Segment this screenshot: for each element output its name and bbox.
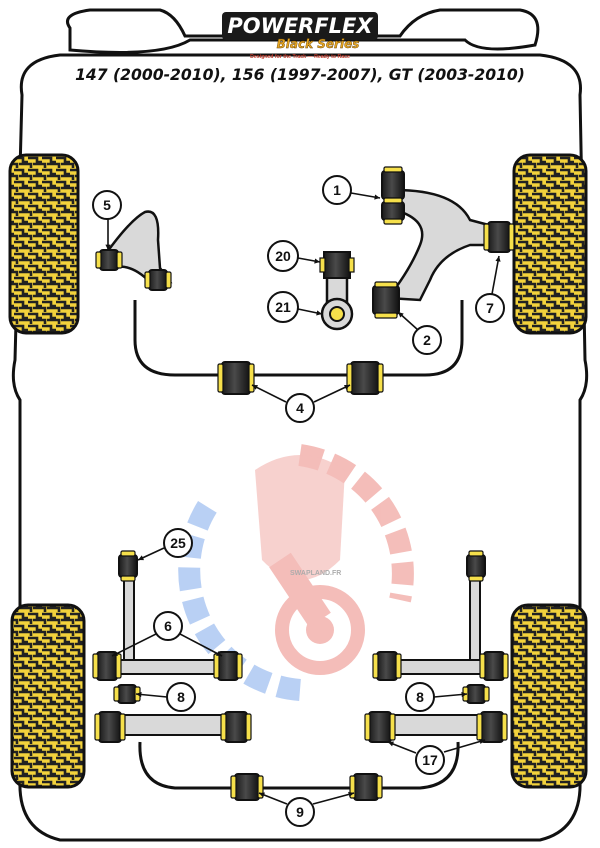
rear-anti-roll-bar [138,741,460,790]
callout-badge: 17 [415,745,445,775]
bush [217,361,255,395]
rear-left-lower-arm [109,714,236,736]
tyre-rear-right [510,603,588,789]
leader-arrowhead [259,792,265,798]
bush [346,361,384,395]
leader-arrowhead [479,739,485,745]
callout-badge: 21 [267,291,299,323]
callout-badge: 4 [285,393,315,423]
leader-lines [105,192,501,805]
bush [220,711,252,743]
callout-number: 8 [177,689,185,705]
bush [118,550,138,582]
callout-badge: 9 [285,797,315,827]
bush [372,651,402,681]
callout-badge: 7 [475,293,505,323]
leader-arrowhead [398,312,404,318]
callout-badge: 5 [92,190,122,220]
bush [213,651,243,681]
leader-arrowhead [316,310,322,316]
callout-number: 8 [416,689,424,705]
leader-arrowhead [112,651,118,656]
logo-brand: POWERFLEX [227,14,374,38]
leader-arrowhead [314,258,320,264]
leader-line [433,693,468,698]
leader-arrowhead [344,384,350,390]
bush [466,550,486,582]
engine-mount-dogbone [319,251,355,331]
rear-left-upper-arm [107,659,229,675]
leader-line [251,384,287,403]
bush [95,249,123,271]
bush [372,281,400,319]
callout-number: 21 [275,299,291,315]
bush [483,221,515,253]
callout-badge: 20 [267,240,299,272]
tyre-front-left [8,153,80,335]
leader-line [111,633,157,657]
leader-arrowhead [136,691,142,698]
callout-number: 1 [333,182,341,198]
callout-badge: 8 [405,682,435,712]
callout-number: 2 [423,332,431,348]
leader-arrowhead [348,791,354,797]
leader-arrowhead [216,651,222,656]
leader-line [312,792,355,805]
callout-number: 9 [296,804,304,820]
callout-badge: 1 [322,175,352,205]
bush-group [92,166,515,801]
leader-arrowhead [105,244,111,250]
callout-number: 6 [164,618,172,634]
callout-group: 1 2 4 5 7 20 21 25 6 8 8 17 9 [92,175,505,827]
rear-right-trailing-rod [469,567,481,664]
callout-badge: 25 [163,528,193,558]
callout-badge: 2 [412,325,442,355]
leader-arrowhead [138,555,144,561]
watermark-logo: SWAPLAND.FR [178,444,414,701]
leader-arrowhead [461,691,467,698]
tyre-front-right [512,153,588,335]
callout-number: 25 [170,535,186,551]
front-anti-roll-bar [133,300,464,377]
leader-line [491,255,500,295]
callout-number: 20 [275,248,291,264]
watermark-text: SWAPLAND.FR [290,570,341,577]
bush [479,651,509,681]
callout-number: 5 [103,197,111,213]
callout-badge: 8 [166,682,196,712]
bush [230,773,264,801]
logo-series: Black Series [277,37,360,51]
leader-line [179,633,223,657]
bush [92,651,122,681]
bush [381,197,405,225]
tyre-rear-left [10,603,86,789]
bush [349,773,383,801]
leader-line [443,739,486,753]
callout-number: 7 [486,300,494,316]
leader-arrowhead [252,385,258,390]
leader-arrowhead [495,256,501,262]
page-title: 147 (2000-2010), 156 (1997-2007), GT (20… [75,66,525,84]
leader-arrowhead [388,741,394,747]
logo-plate [222,12,378,40]
powerflex-logo: POWERFLEX Black Series Designed for the … [222,12,378,60]
bush [94,711,126,743]
front-right-wishbone [385,188,502,302]
bush [144,269,172,291]
leader-line [313,384,351,403]
callout-number: 17 [422,752,438,768]
leader-arrowhead [374,194,380,200]
logo-tagline: Designed for the Track — Ready to Race [250,54,350,60]
callout-number: 4 [296,400,304,416]
bush [364,711,396,743]
callout-badge: 6 [153,611,183,641]
bush [476,711,508,743]
